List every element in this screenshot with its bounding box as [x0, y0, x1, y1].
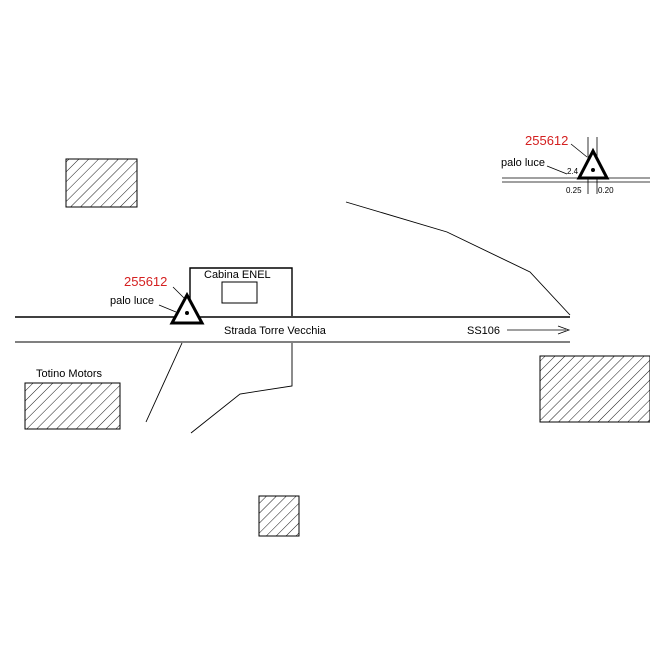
- inset-pole-triangle-icon[interactable]: [576, 147, 610, 180]
- path-line-center: [190, 343, 293, 434]
- pole-leader-code: [172, 286, 185, 299]
- inset-dimension-height: 2.4: [567, 167, 579, 176]
- pole-leader-label: [158, 304, 177, 313]
- inset-pole-code: 255612: [525, 133, 568, 148]
- cabin-outline: [189, 267, 293, 316]
- route-code: SS106: [467, 325, 500, 337]
- inset-pole-dot-icon: [591, 168, 595, 172]
- inset-dimension-left: 0.25: [566, 186, 582, 195]
- inset-pole-label: palo luce: [501, 157, 545, 169]
- cabin-label: Cabina ENEL: [204, 269, 271, 281]
- building-right: [539, 355, 650, 423]
- pole-dot-icon: [185, 311, 189, 315]
- path-line-left: [145, 342, 183, 423]
- cabin-inner-box: [221, 281, 258, 304]
- pole-code: 255612: [124, 274, 167, 289]
- road-name: Strada Torre Vecchia: [224, 325, 327, 337]
- route-arrow-icon: [557, 325, 571, 335]
- building-label: Totino Motors: [36, 368, 103, 380]
- inset-pole-leader-label: [546, 165, 568, 175]
- inset-dimension-right: 0.20: [598, 186, 614, 195]
- pole-label: palo luce: [110, 295, 154, 307]
- building-top-left: [65, 158, 138, 208]
- building-bottom-center: [258, 495, 300, 537]
- field-boundary-line: [345, 201, 571, 316]
- building-totino-motors: [24, 382, 121, 430]
- pole-triangle-icon[interactable]: [169, 291, 205, 325]
- inset-pole-leader-code: [570, 143, 588, 158]
